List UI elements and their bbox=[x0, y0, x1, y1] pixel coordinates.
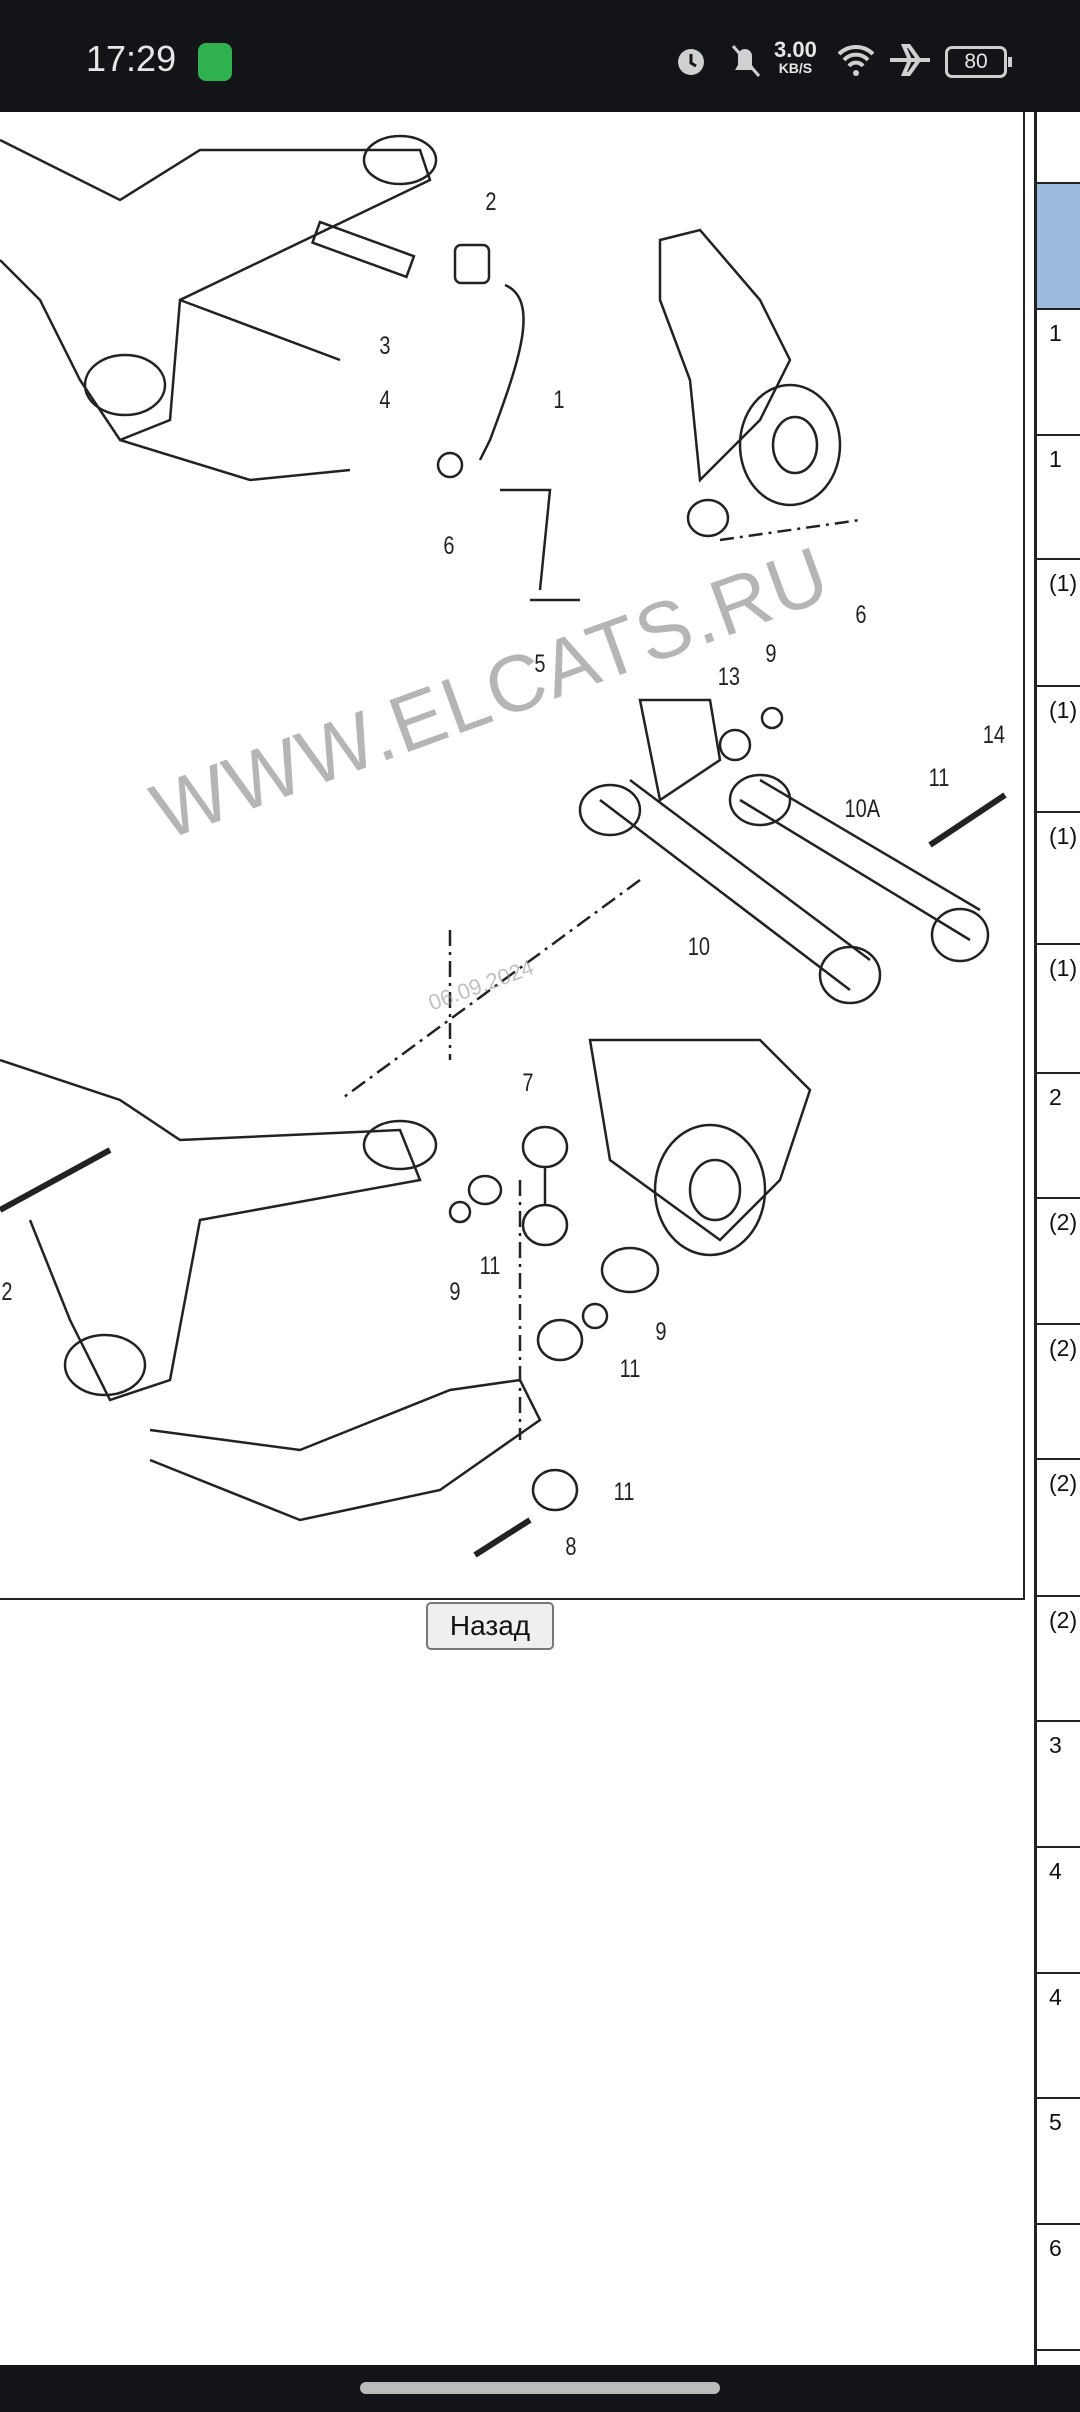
callout-label: 9 bbox=[655, 1318, 667, 1346]
callout-label: 10A bbox=[844, 795, 881, 823]
callout-label: 7 bbox=[522, 1069, 534, 1097]
callout-label: 5 bbox=[534, 650, 546, 678]
callout-label: 11 bbox=[619, 1355, 641, 1383]
table-row: 1 bbox=[1037, 308, 1080, 434]
speed-unit: KB/S bbox=[778, 60, 813, 76]
table-row: 4 bbox=[1037, 1846, 1080, 1972]
table-row: (2) bbox=[1037, 1197, 1080, 1323]
table-header bbox=[1037, 182, 1080, 308]
home-gesture-handle[interactable] bbox=[360, 2382, 720, 2394]
suspension-drawing bbox=[0, 134, 1007, 1558]
callout-label: 11 bbox=[479, 1252, 501, 1280]
table-row: (1) bbox=[1037, 811, 1080, 943]
alarm-icon bbox=[678, 49, 704, 75]
callout-label: 13 bbox=[717, 663, 741, 691]
table-row: 6 bbox=[1037, 2223, 1080, 2349]
callout-label: 9 bbox=[765, 640, 777, 668]
table-row: 3 bbox=[1037, 1720, 1080, 1846]
table-row: (2) bbox=[1037, 1458, 1080, 1595]
parts-diagram[interactable]: WWW.ELCATS.RU 06.09.2024 2 3 4 1 6 6 5 1… bbox=[0, 112, 1025, 1600]
table-row: 4 bbox=[1037, 1972, 1080, 2097]
mute-bell-icon bbox=[731, 45, 761, 77]
parts-table: 11(1)(1)(1)(1)2(2)(2)(2)(2)344566 bbox=[1034, 112, 1080, 2365]
callout-label: 11 bbox=[928, 764, 950, 792]
table-row: 5 bbox=[1037, 2097, 1080, 2223]
wifi-icon bbox=[837, 44, 875, 76]
clock: 17:29 bbox=[86, 38, 177, 79]
callout-label: 1 bbox=[553, 386, 565, 414]
table-row: (2) bbox=[1037, 1595, 1080, 1720]
table-row: 6 bbox=[1037, 2349, 1080, 2365]
callout-label: 2 bbox=[485, 188, 497, 216]
airplane-mode-icon bbox=[890, 44, 930, 76]
callout-label: 4 bbox=[379, 386, 391, 414]
table-row: (1) bbox=[1037, 558, 1080, 685]
callout-label: 6 bbox=[443, 532, 455, 560]
table-row: (2) bbox=[1037, 1323, 1080, 1458]
table-row: 2 bbox=[1037, 1072, 1080, 1197]
table-row: 1 bbox=[1037, 434, 1080, 558]
callout-label: 3 bbox=[379, 332, 391, 360]
callout-label: 6 bbox=[855, 601, 867, 629]
app-notification-icon bbox=[198, 43, 232, 81]
callout-label: 10 bbox=[687, 933, 711, 961]
callout-label: 14 bbox=[982, 721, 1006, 749]
callout-label: 11 bbox=[613, 1478, 635, 1506]
back-button[interactable]: Назад bbox=[426, 1602, 554, 1650]
table-row: (1) bbox=[1037, 943, 1080, 1072]
battery-indicator: 80 bbox=[945, 46, 1012, 78]
callout-label: 8 bbox=[565, 1533, 577, 1561]
speed-value: 3.00 bbox=[774, 37, 817, 62]
callout-label: 2 bbox=[1, 1278, 13, 1306]
callout-label: 9 bbox=[449, 1278, 461, 1306]
table-row: (1) bbox=[1037, 685, 1080, 811]
navigation-bar bbox=[0, 2365, 1080, 2412]
